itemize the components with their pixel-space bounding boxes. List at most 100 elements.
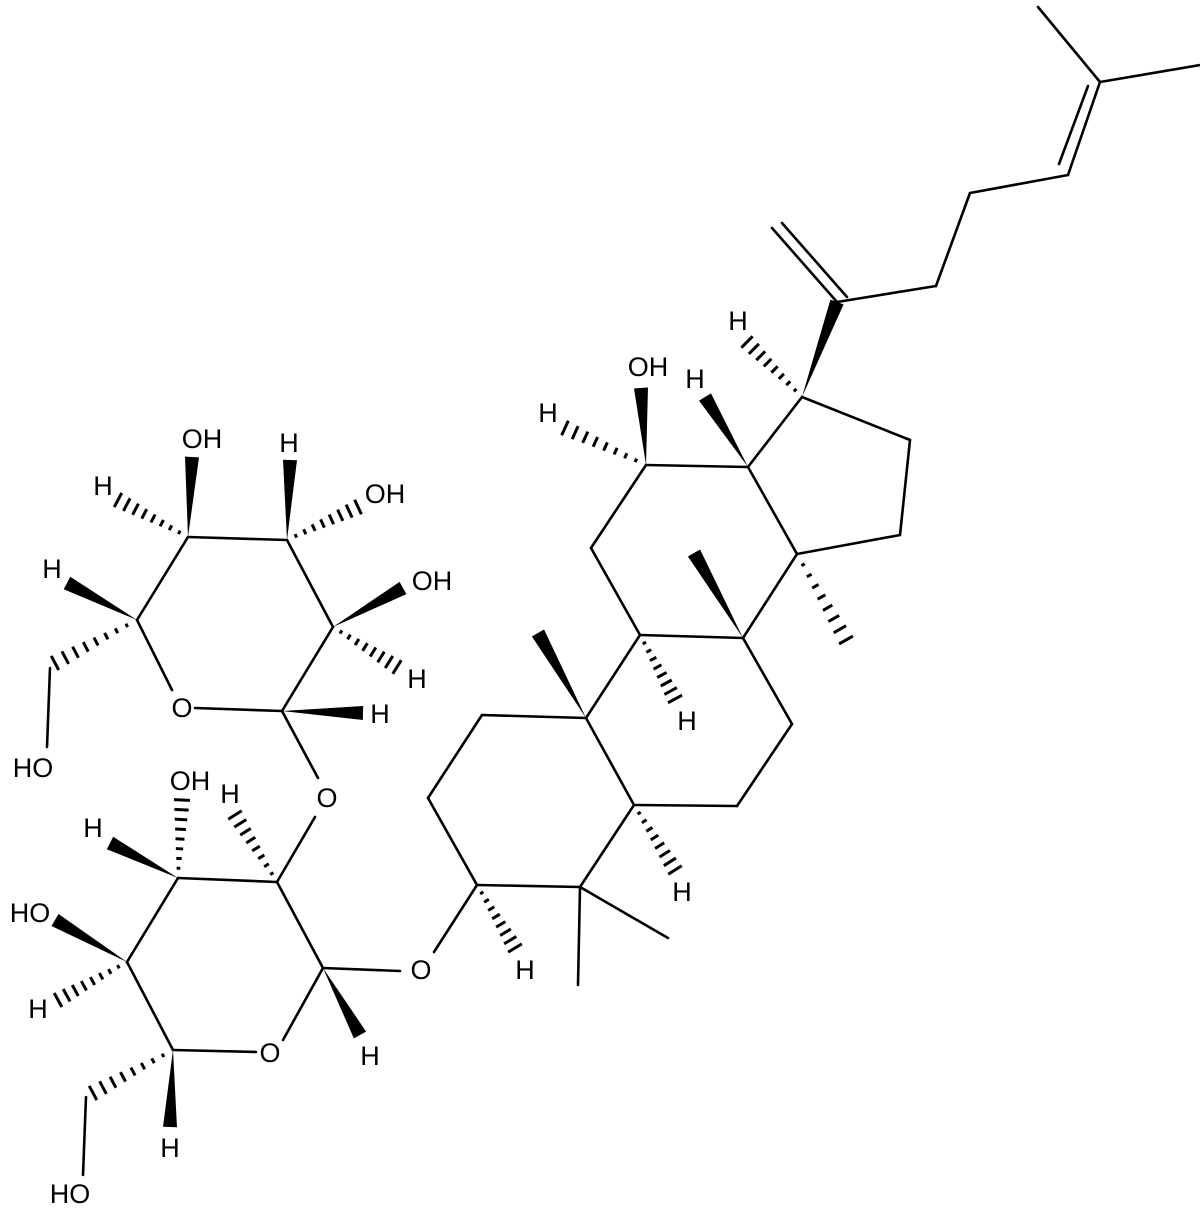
single-bond	[426, 713, 484, 800]
atom-label-c5-h: H	[672, 877, 692, 907]
hash-stroke	[762, 357, 773, 368]
wedge-bond	[106, 836, 178, 878]
single-bond	[280, 709, 320, 780]
hash-stroke	[92, 636, 100, 647]
hash-stroke	[740, 335, 754, 349]
hash-stroke	[816, 593, 827, 601]
hash-stroke	[353, 499, 363, 515]
hash-stroke	[173, 798, 191, 802]
atom-label-c13-h: H	[685, 364, 705, 394]
hashed-bond	[49, 623, 129, 671]
single-bond	[1066, 80, 1102, 177]
hash-stroke	[336, 508, 345, 522]
atom-label-h: H	[160, 1133, 180, 1163]
hashed-bond	[227, 809, 275, 876]
single-bond	[281, 966, 325, 1042]
hash-stroke	[140, 508, 149, 520]
single-bond	[135, 618, 174, 692]
atom-label-oh: OH	[182, 424, 223, 454]
hash-stroke	[174, 817, 188, 822]
single-bond	[589, 463, 648, 550]
wedge-bond	[323, 968, 367, 1039]
single-bond	[176, 876, 279, 884]
single-bond	[638, 633, 745, 640]
single-bond	[275, 880, 325, 970]
hash-stroke	[491, 912, 501, 921]
wedge-bond	[634, 387, 648, 465]
single-bond	[426, 796, 479, 887]
single-bond	[285, 538, 335, 629]
hash-stroke	[806, 572, 813, 579]
single-bond	[800, 395, 912, 442]
atom-label-h: H	[279, 428, 299, 458]
single-bond	[186, 535, 289, 542]
hash-stroke	[747, 342, 760, 355]
hash-stroke	[667, 693, 683, 705]
hash-stroke	[89, 976, 96, 986]
atom-label-ho: HO	[50, 1179, 91, 1209]
single-bond	[898, 438, 912, 537]
hashed-bond	[338, 629, 403, 675]
hash-stroke	[233, 818, 248, 829]
hash-stroke	[174, 807, 189, 812]
atom-label-c12-h: H	[538, 398, 558, 428]
single-bond	[135, 535, 190, 622]
hash-stroke	[811, 583, 820, 590]
hash-stroke	[177, 530, 182, 535]
hash-stroke	[663, 856, 677, 867]
hashed-bond	[800, 562, 854, 646]
atom-label-ho: HO	[10, 898, 51, 928]
atom-label-h: H	[93, 471, 113, 501]
hash-stroke	[129, 1066, 137, 1077]
double-bond-inner	[1057, 84, 1090, 166]
hash-stroke	[800, 562, 806, 567]
atom-label-c12-oh: OH	[628, 352, 669, 382]
hash-stroke	[642, 640, 647, 646]
atom-label-h: H	[370, 699, 390, 729]
single-bond	[746, 465, 799, 556]
hash-stroke	[269, 871, 275, 876]
single-bond	[644, 463, 750, 469]
hash-stroke	[338, 629, 344, 635]
single-bond	[1098, 63, 1200, 84]
atom-label-oh: OH	[365, 479, 406, 509]
hash-stroke	[112, 492, 124, 508]
atom-label-oh: OH	[170, 766, 211, 796]
hash-stroke	[344, 504, 354, 519]
hash-stroke	[167, 524, 174, 531]
hash-stroke	[346, 633, 352, 641]
atom-label-ho: HO	[13, 753, 54, 783]
hash-stroke	[660, 678, 673, 688]
hash-stroke	[570, 425, 580, 440]
hash-stroke	[293, 533, 299, 539]
hash-stroke	[499, 927, 512, 937]
hash-stroke	[107, 968, 113, 975]
wedge-bond	[802, 299, 844, 397]
hash-stroke	[119, 1071, 127, 1083]
hash-stroke	[368, 646, 378, 658]
hash-stroke	[245, 835, 257, 845]
wedge-bond	[163, 1050, 177, 1128]
hash-stroke	[645, 648, 652, 654]
hash-stroke	[376, 650, 386, 664]
atom-label-glycosidic-o: O	[410, 955, 431, 985]
single-bond	[584, 716, 636, 807]
atom-label-h: H	[42, 554, 62, 584]
hash-stroke	[755, 350, 767, 362]
single-bond	[632, 803, 739, 808]
single-bond	[578, 885, 670, 940]
hash-stroke	[641, 818, 648, 824]
hash-stroke	[663, 686, 678, 696]
hash-stroke	[487, 905, 496, 912]
hashed-bond	[479, 890, 523, 954]
single-bond	[934, 191, 972, 288]
hash-stroke	[49, 655, 61, 671]
hash-stroke	[483, 898, 490, 904]
hashed-bond	[642, 640, 683, 705]
single-bond	[125, 876, 180, 964]
double-bond	[770, 226, 839, 304]
single-bond	[968, 173, 1070, 195]
wedge-bond	[687, 549, 743, 638]
atom-label-h: H	[407, 664, 427, 694]
